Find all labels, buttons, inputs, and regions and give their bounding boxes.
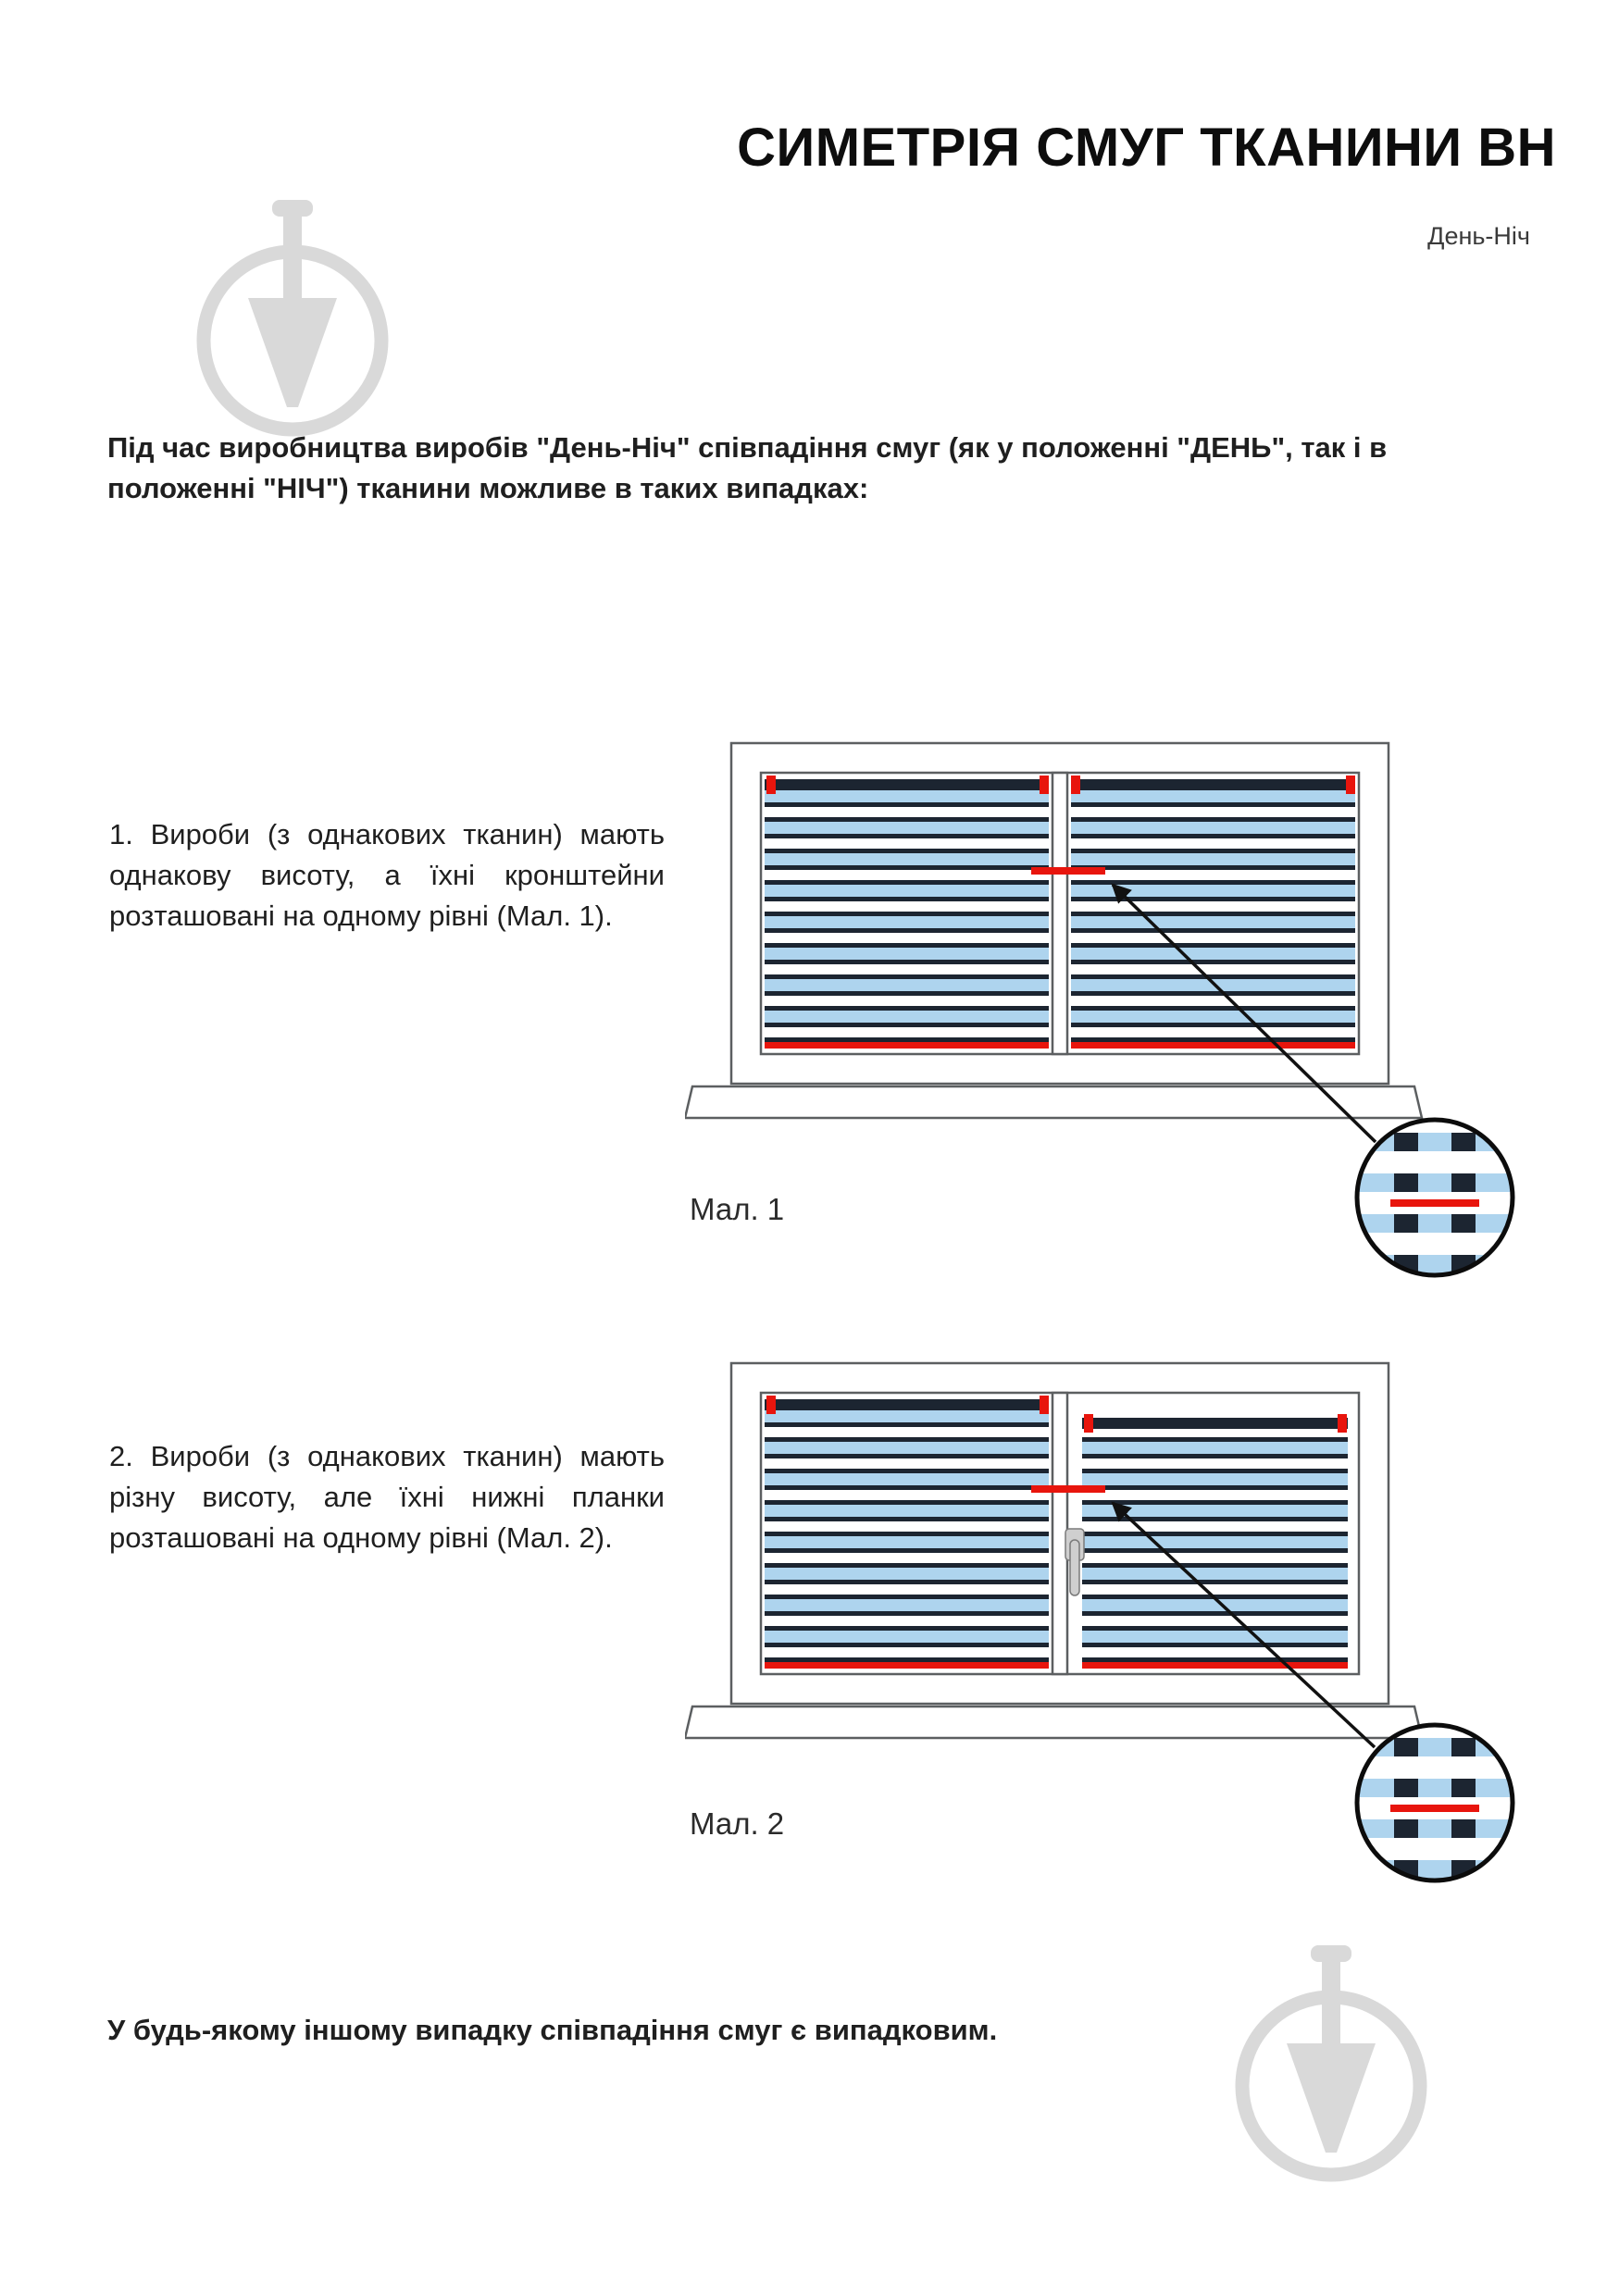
bottom-slat <box>1071 1042 1355 1049</box>
figure-2-caption: Мал. 2 <box>690 1806 785 1841</box>
mounting-bracket <box>1084 1414 1093 1433</box>
alignment-marker <box>1031 1485 1105 1493</box>
window-mullion <box>1051 771 1069 1056</box>
window-handle <box>1065 1528 1085 1596</box>
fabric-detail <box>1357 1120 1513 1275</box>
pointer-arrow <box>1111 1501 1376 1749</box>
bottom-slat <box>765 1042 1049 1049</box>
left-blind <box>765 776 1049 1049</box>
brand-watermark-icon <box>1235 1945 1427 2182</box>
page-subtitle: День-Ніч <box>1427 222 1530 250</box>
mounting-bracket <box>1040 776 1049 794</box>
alignment-marker-zoomed <box>1390 1199 1479 1207</box>
left-blind <box>765 1396 1049 1669</box>
figure-2-diagram <box>685 1361 1515 1883</box>
case-1-text: 1. Вироби (з однакових тканин) мають одн… <box>109 818 665 933</box>
figure-1-diagram <box>685 741 1515 1278</box>
mounting-bracket <box>1071 776 1080 794</box>
right-blind <box>1082 1414 1348 1669</box>
fabric-stripes <box>765 790 1049 1042</box>
brand-watermark-icon <box>196 200 389 437</box>
top-cassette <box>1071 779 1355 790</box>
case-2-text: 2. Вироби (з однакових тканин) мають різ… <box>109 1440 665 1555</box>
figure-1-caption: Мал. 1 <box>690 1192 785 1226</box>
bottom-slat <box>765 1662 1049 1669</box>
alignment-marker-zoomed <box>1390 1805 1479 1812</box>
alignment-marker <box>1031 867 1105 875</box>
right-blind <box>1071 776 1355 1049</box>
page-title: СИМЕТРІЯ СМУГ ТКАНИНИ ВН <box>737 118 1556 178</box>
bottom-slat <box>1082 1662 1348 1669</box>
magnifier <box>1354 1722 1515 1883</box>
magnifier <box>1354 1117 1515 1278</box>
mounting-bracket <box>1346 776 1355 794</box>
top-cassette <box>1082 1418 1348 1429</box>
mounting-bracket <box>766 776 776 794</box>
pointer-arrow <box>1111 883 1377 1144</box>
intro-paragraph: Під час виробництва виробів "День-Ніч" с… <box>107 431 1388 505</box>
mounting-bracket <box>1040 1396 1049 1414</box>
fabric-stripes <box>765 1410 1049 1662</box>
window-sill <box>685 1705 1424 1740</box>
window-sill <box>685 1085 1424 1120</box>
mounting-bracket <box>1338 1414 1347 1433</box>
top-cassette <box>765 779 1049 790</box>
fabric-stripes <box>1082 1429 1348 1662</box>
fabric-stripes <box>1071 790 1355 1042</box>
top-cassette <box>765 1399 1049 1410</box>
closing-statement: У будь-якому іншому випадку співпадіння … <box>107 2014 998 2046</box>
mounting-bracket <box>766 1396 776 1414</box>
